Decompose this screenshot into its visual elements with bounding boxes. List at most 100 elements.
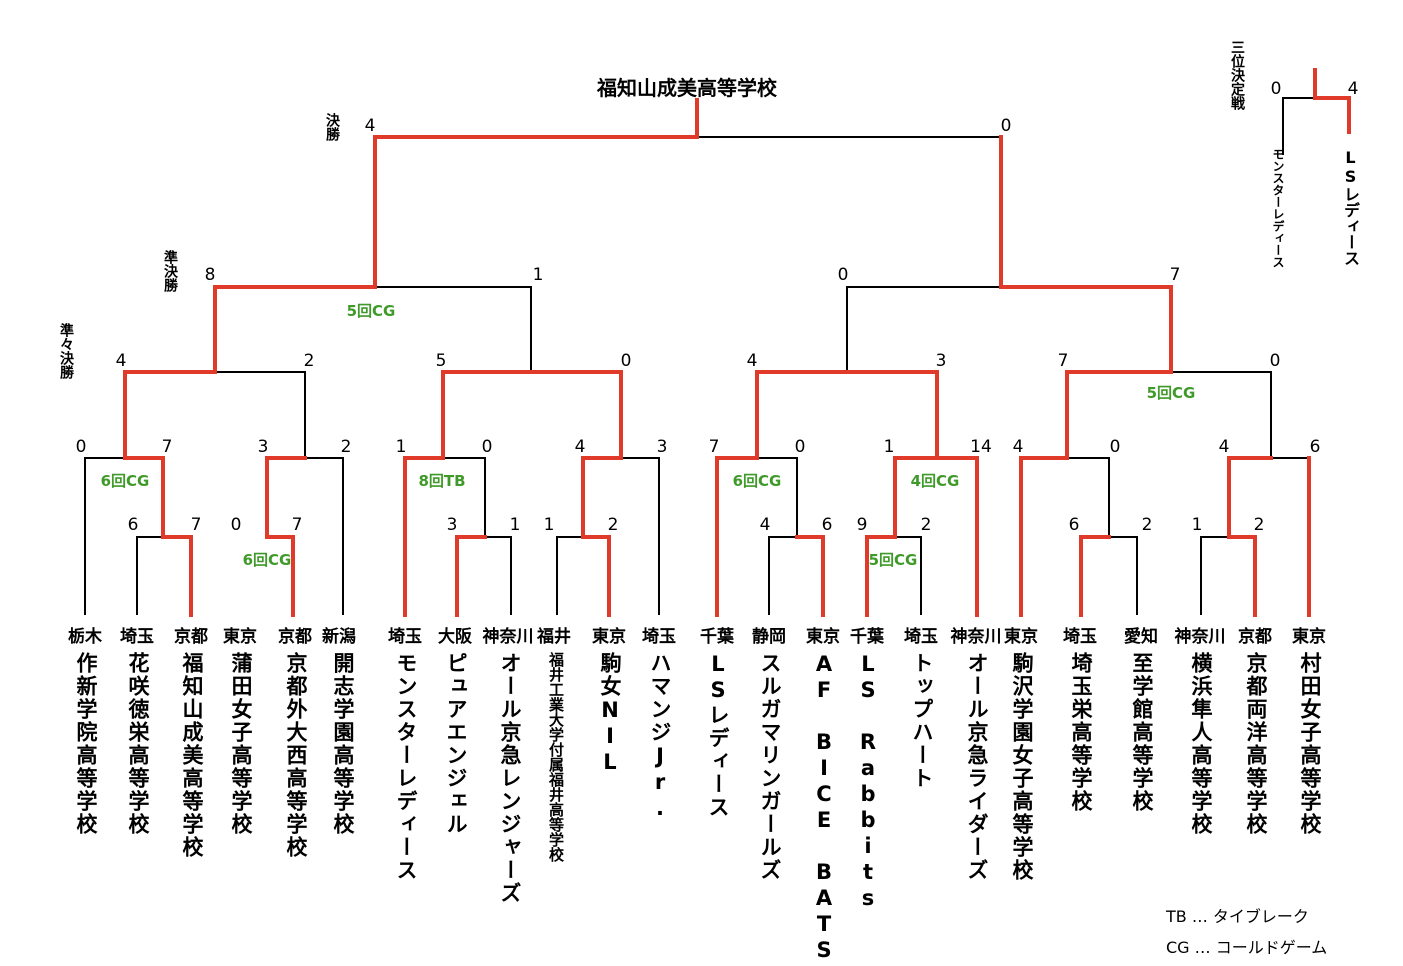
score: 6 <box>1310 437 1321 457</box>
team-name: モンスターレディース <box>394 652 418 882</box>
score: 6 <box>1069 515 1080 535</box>
score: 9 <box>857 515 868 535</box>
team-name: 駒沢学園女子高等学校 <box>1010 652 1034 882</box>
round-label-quarterfinal: 準々決勝 <box>58 323 74 379</box>
score: 3 <box>258 437 269 457</box>
team-name: スルガマリンガールズ <box>758 652 782 882</box>
score: 1 <box>884 437 895 457</box>
game-notes: 5回CG 8回TB 6回CG 6回CG 4回CG 6回CG 5回CG 5回CG <box>101 302 1196 569</box>
team-prefecture: 東京 <box>1004 627 1038 647</box>
score: 2 <box>608 515 619 535</box>
team-name: 花咲徳栄高等学校 <box>126 652 150 836</box>
score: 1 <box>396 437 407 457</box>
team-name: オール京急ライダーズ <box>965 652 989 882</box>
score: 7 <box>709 437 720 457</box>
score: 0 <box>1110 437 1121 457</box>
team-prefecture: 埼玉 <box>120 627 154 647</box>
score: 2 <box>1142 515 1153 535</box>
score: 4 <box>365 116 376 136</box>
team-prefecture: 静岡 <box>752 627 786 647</box>
team-name: 村田女子高等学校 <box>1298 652 1322 836</box>
team-name: LSレディース <box>706 652 730 819</box>
team-prefecture: 神奈川 <box>950 627 1002 647</box>
score: 1 <box>533 265 544 285</box>
score: 7 <box>162 437 173 457</box>
team-prefecture: 京都 <box>1238 627 1272 647</box>
team-prefecture: 大阪 <box>438 627 472 647</box>
champion-title: 福知山成美高等学校 <box>596 76 778 100</box>
team-prefecture: 福井 <box>537 627 571 647</box>
team-prefecture: 神奈川 <box>482 627 534 647</box>
team-name: 開志学園高等学校 <box>331 652 355 836</box>
score: 0 <box>1271 79 1282 99</box>
score: 14 <box>970 437 992 457</box>
legend-cg: CG … コールドゲーム <box>1166 938 1328 957</box>
score: 4 <box>1348 79 1359 99</box>
game-note: 8回TB <box>418 472 465 490</box>
score: 2 <box>304 351 315 371</box>
game-note: 5回CG <box>347 302 396 320</box>
game-note: 6回CG <box>733 472 782 490</box>
score: 4 <box>575 437 586 457</box>
score: 4 <box>1219 437 1230 457</box>
team-name: ハマンジJr. <box>648 652 672 822</box>
team-name: 駒女NIL <box>598 652 622 776</box>
score: 0 <box>231 515 242 535</box>
game-note: 5回CG <box>1147 384 1196 402</box>
score: 0 <box>1001 116 1012 136</box>
score: 7 <box>292 515 303 535</box>
team-prefecture: 東京 <box>592 627 626 647</box>
team-name: 京都外大西高等学校 <box>284 652 308 859</box>
team-prefecture: 新潟 <box>322 627 356 647</box>
score: 2 <box>1254 515 1265 535</box>
score: 1 <box>510 515 521 535</box>
third-place-left-team: モンスターレディース <box>1271 148 1285 268</box>
team-name: 京都両洋高等学校 <box>1244 652 1268 836</box>
team-name: 福井工業大学付属福井高等学校 <box>547 652 565 862</box>
score: 0 <box>1270 351 1281 371</box>
team-name: ピュアエンジェル <box>444 652 468 836</box>
score: 0 <box>838 265 849 285</box>
team-prefecture: 東京 <box>806 627 840 647</box>
team-prefecture: 神奈川 <box>1174 627 1226 647</box>
score: 1 <box>1192 515 1203 535</box>
team-name: 横浜隼人高等学校 <box>1189 652 1213 836</box>
team-name: オール京急レンジャーズ <box>498 652 522 905</box>
score: 0 <box>76 437 87 457</box>
score: 4 <box>747 351 758 371</box>
team-prefecture: 栃木 <box>68 627 102 647</box>
score: 0 <box>482 437 493 457</box>
score: 7 <box>1058 351 1069 371</box>
team-name: 蒲田女子高等学校 <box>229 652 253 836</box>
score: 3 <box>936 351 947 371</box>
team-prefecture: 埼玉 <box>388 627 422 647</box>
score: 3 <box>447 515 458 535</box>
legend-tb: TB … タイブレーク <box>1166 907 1309 926</box>
team-name: トップハート <box>910 652 934 790</box>
score-labels: 6 7 0 7 3 1 1 2 4 6 9 2 6 2 1 2 0 7 3 2 … <box>76 79 1359 535</box>
score: 4 <box>760 515 771 535</box>
team-prefecture: 埼玉 <box>1063 627 1097 647</box>
team-name: LS Rabbits <box>856 652 880 912</box>
game-note: 4回CG <box>911 472 960 490</box>
score: 7 <box>1170 265 1181 285</box>
team-name: 埼玉栄高等学校 <box>1069 652 1093 813</box>
game-note: 6回CG <box>243 551 292 569</box>
score: 7 <box>191 515 202 535</box>
team-name: 福知山成美高等学校 <box>180 652 204 859</box>
team-prefecture: 京都 <box>174 627 208 647</box>
game-note: 6回CG <box>101 472 150 490</box>
score: 8 <box>205 265 216 285</box>
team-prefecture: 東京 <box>223 627 257 647</box>
team-prefecture: 愛知 <box>1124 627 1158 647</box>
round-label-final: 決勝 <box>324 113 340 141</box>
third-place-right-team: LSレディース <box>1341 148 1360 266</box>
score: 5 <box>436 351 447 371</box>
score: 0 <box>621 351 632 371</box>
score: 4 <box>1013 437 1024 457</box>
team-prefecture: 埼玉 <box>642 627 676 647</box>
score: 3 <box>657 437 668 457</box>
score: 6 <box>822 515 833 535</box>
score: 2 <box>921 515 932 535</box>
